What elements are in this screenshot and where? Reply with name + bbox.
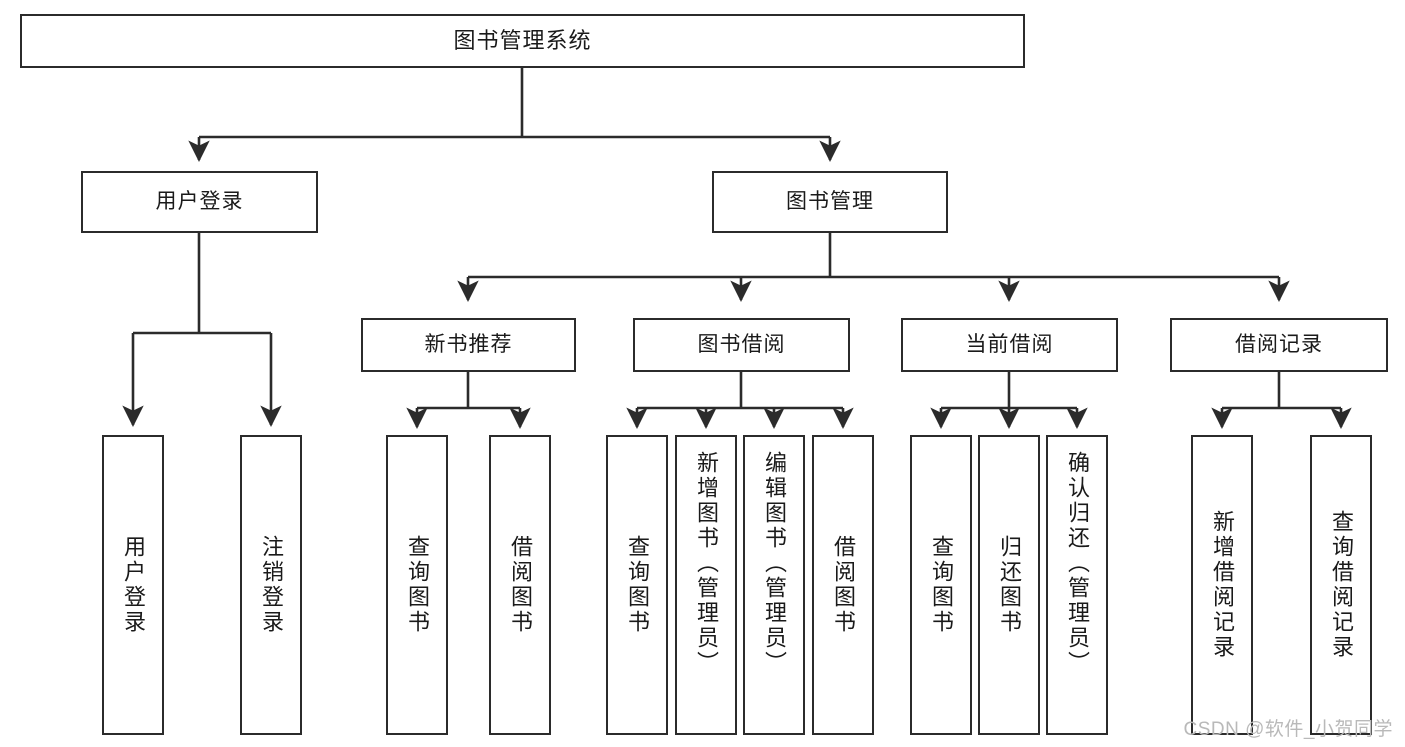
- node-label: 借阅图书: [507, 535, 533, 635]
- node-label: 图书管理: [786, 190, 874, 214]
- node-label: 新书推荐: [424, 333, 513, 357]
- node-label: 新增借阅记录: [1209, 510, 1235, 660]
- node-label: 借阅记录: [1235, 333, 1323, 357]
- node-borrow-records[interactable]: 借阅记录: [1170, 318, 1388, 372]
- leaf-borrow-books[interactable]: 借阅图书: [812, 435, 874, 735]
- node-user-login[interactable]: 用户登录: [81, 171, 318, 233]
- node-book-borrowing[interactable]: 图书借阅: [633, 318, 850, 372]
- leaf-user-login[interactable]: 用户登录: [102, 435, 164, 735]
- leaf-logout[interactable]: 注销登录: [240, 435, 302, 735]
- leaf-query-books-recommend[interactable]: 查询图书: [386, 435, 448, 735]
- leaf-query-books-borrow[interactable]: 查询图书: [606, 435, 668, 735]
- node-label: 新增图书（管理员）: [693, 451, 719, 676]
- leaf-add-book-admin[interactable]: 新增图书（管理员）: [675, 435, 737, 735]
- leaf-confirm-return-admin[interactable]: 确认归还（管理员）: [1046, 435, 1108, 735]
- node-label: 用户登录: [120, 535, 146, 635]
- watermark-text: CSDN @软件_小贺同学: [1183, 719, 1393, 740]
- node-book-management[interactable]: 图书管理: [712, 171, 948, 233]
- node-label: 用户登录: [155, 190, 244, 214]
- node-label: 借阅图书: [830, 535, 856, 635]
- leaf-borrow-books-recommend[interactable]: 借阅图书: [489, 435, 551, 735]
- node-label: 查询图书: [624, 535, 650, 635]
- leaf-return-books[interactable]: 归还图书: [978, 435, 1040, 735]
- node-label: 当前借阅: [965, 333, 1054, 357]
- node-label: 查询图书: [404, 535, 430, 635]
- node-label: 查询图书: [928, 535, 954, 635]
- leaf-query-borrow-record[interactable]: 查询借阅记录: [1310, 435, 1372, 735]
- node-label: 编辑图书（管理员）: [761, 451, 787, 676]
- node-label: 图书管理系统: [453, 27, 592, 53]
- node-label: 确认归还（管理员）: [1064, 451, 1090, 676]
- leaf-query-books-current[interactable]: 查询图书: [910, 435, 972, 735]
- leaf-edit-book-admin[interactable]: 编辑图书（管理员）: [743, 435, 805, 735]
- node-current-borrowing[interactable]: 当前借阅: [901, 318, 1118, 372]
- node-label: 注销登录: [258, 535, 284, 635]
- leaf-add-borrow-record[interactable]: 新增借阅记录: [1191, 435, 1253, 735]
- node-label: 图书借阅: [697, 333, 786, 357]
- node-new-book-recommendation[interactable]: 新书推荐: [361, 318, 576, 372]
- node-label: 查询借阅记录: [1328, 510, 1354, 660]
- node-label: 归还图书: [996, 535, 1022, 635]
- node-root-book-management-system[interactable]: 图书管理系统: [20, 14, 1025, 68]
